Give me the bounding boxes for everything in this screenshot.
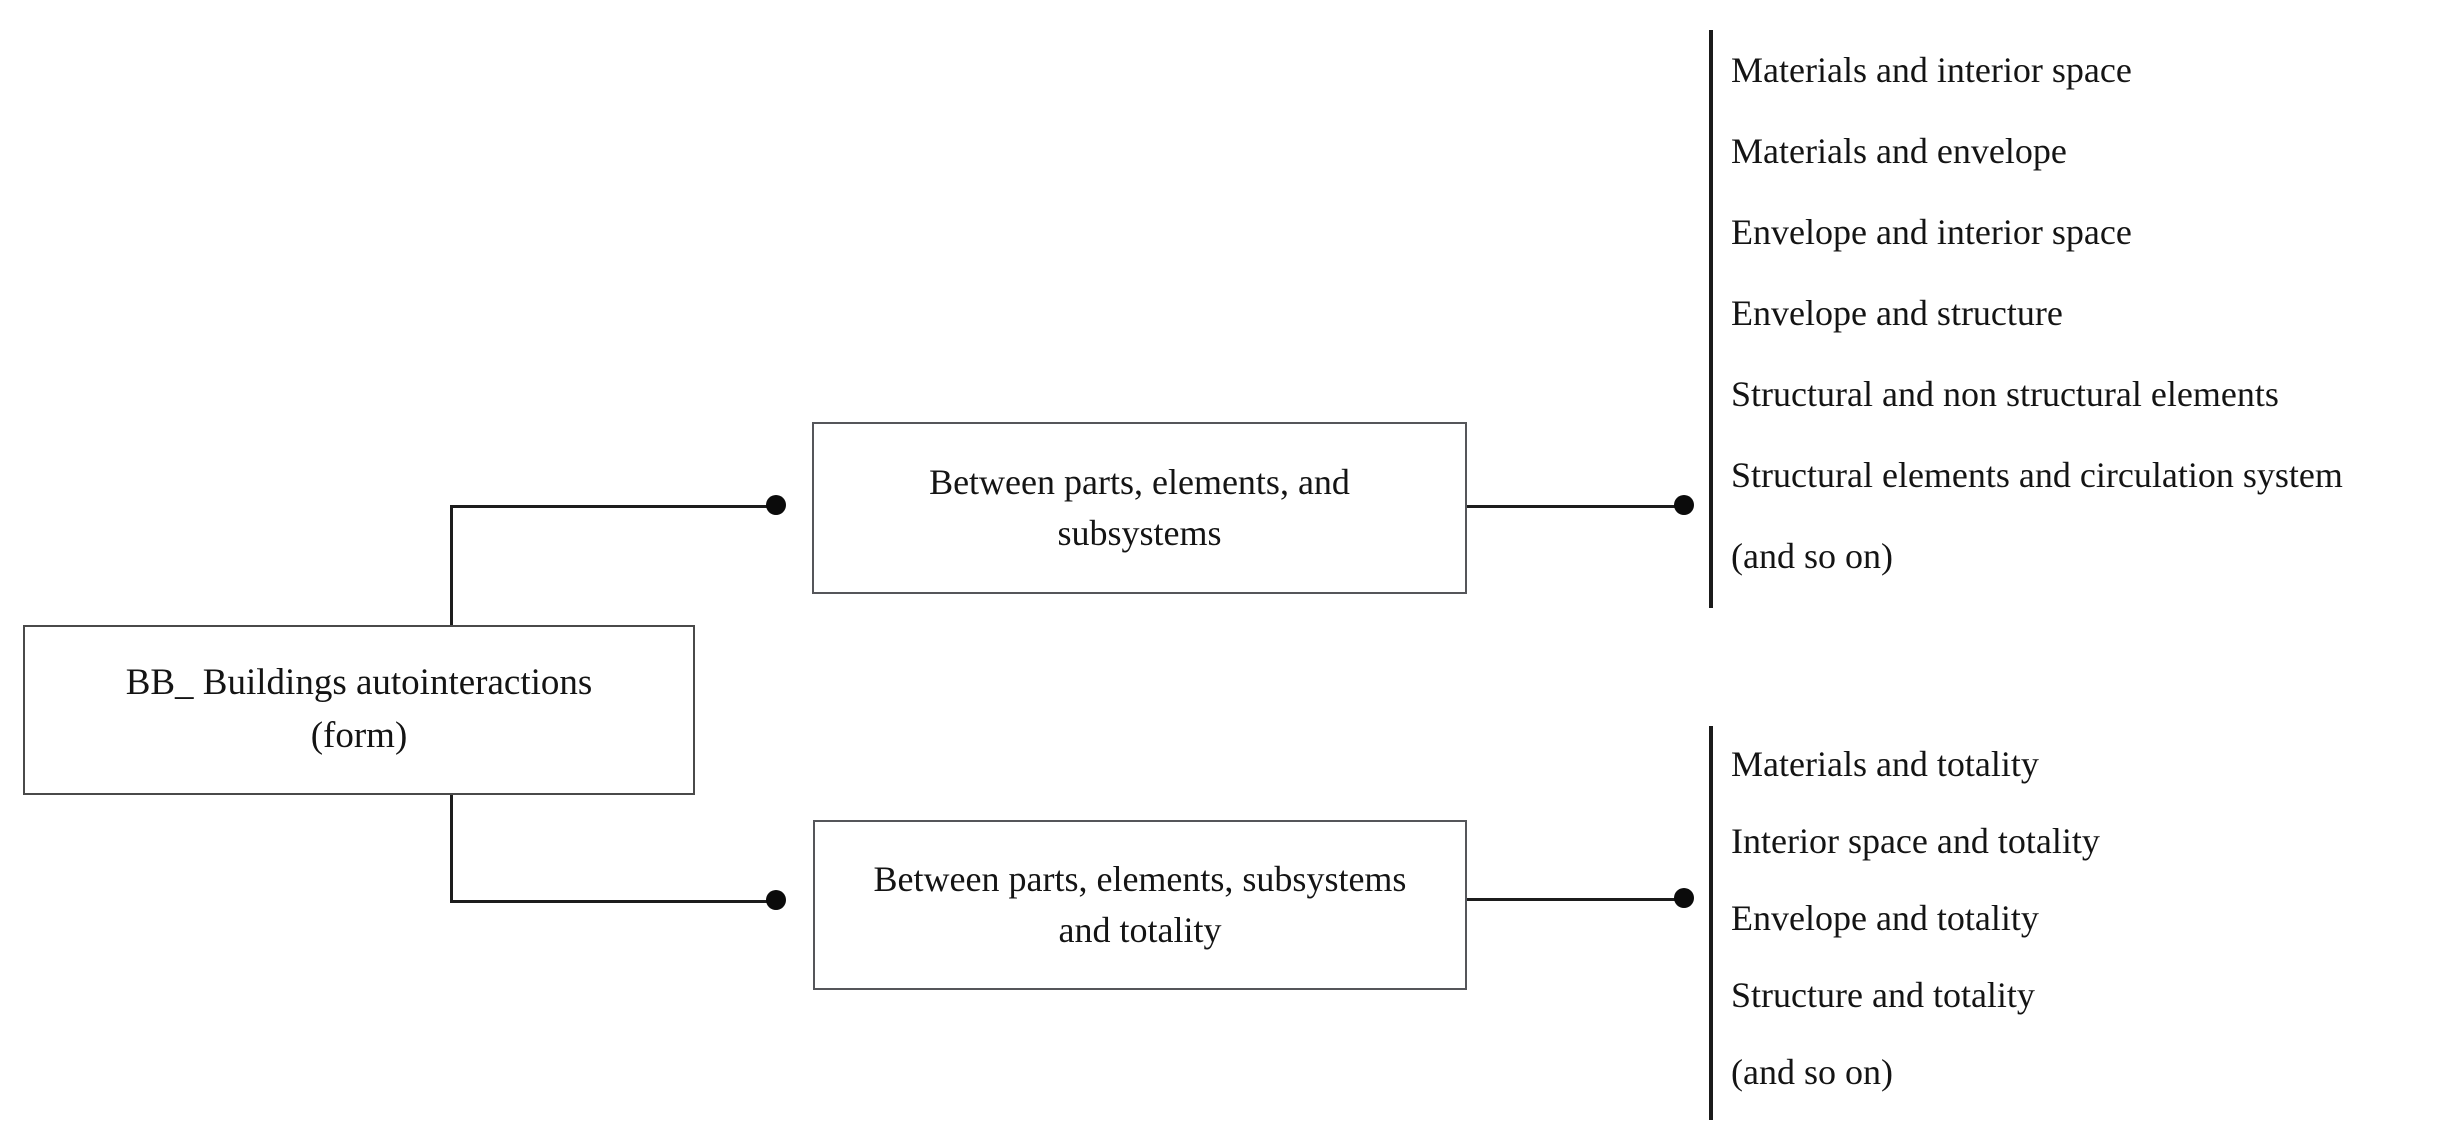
branch-node-bottom-label: Between parts, elements, subsystems and … (873, 858, 1407, 950)
list-item: (and so on) (1731, 1052, 1893, 1092)
connector-root-to-top-branch-horizontal (450, 505, 780, 508)
branch-node-parts-elements-subsystems: Between parts, elements, and subsystems (812, 422, 1467, 594)
connector-bottom-branch-to-examples (1467, 898, 1687, 901)
root-node-label: BB_ Buildings autointeractions (form) (125, 662, 593, 756)
connector-dot-top-examples (1674, 495, 1694, 515)
connector-root-to-top-branch-vertical (450, 505, 453, 663)
list-item: Materials and totality (1731, 744, 2039, 784)
branch-node-top-label: Between parts, elements, and subsystems (929, 461, 1350, 553)
list-item: Envelope and structure (1731, 293, 2063, 333)
connector-root-to-bottom-branch-vertical (450, 760, 453, 902)
connector-dot-top-branch-input (766, 495, 786, 515)
list-item: Structural elements and circulation syst… (1731, 455, 2343, 495)
branch-node-parts-elements-subsystems-totality: Between parts, elements, subsystems and … (813, 820, 1467, 990)
root-node-buildings-autointeractions: BB_ Buildings autointeractions (form) (23, 625, 695, 795)
list-item: Materials and interior space (1731, 50, 2132, 90)
list-item: Structure and totality (1731, 975, 2035, 1015)
connector-dot-bottom-examples (1674, 888, 1694, 908)
example-list-bottom: Materials and totality Interior space an… (1709, 726, 2100, 1120)
connector-root-to-bottom-branch-horizontal (450, 900, 780, 903)
list-item: Structural and non structural elements (1731, 374, 2279, 414)
connector-top-branch-to-examples (1467, 505, 1687, 508)
connector-dot-bottom-branch-input (766, 890, 786, 910)
list-item: (and so on) (1731, 536, 1893, 576)
list-item: Interior space and totality (1731, 821, 2100, 861)
list-item: Envelope and totality (1731, 898, 2039, 938)
example-list-top: Materials and interior space Materials a… (1709, 30, 2343, 608)
list-item: Materials and envelope (1731, 131, 2067, 171)
list-item: Envelope and interior space (1731, 212, 2132, 252)
